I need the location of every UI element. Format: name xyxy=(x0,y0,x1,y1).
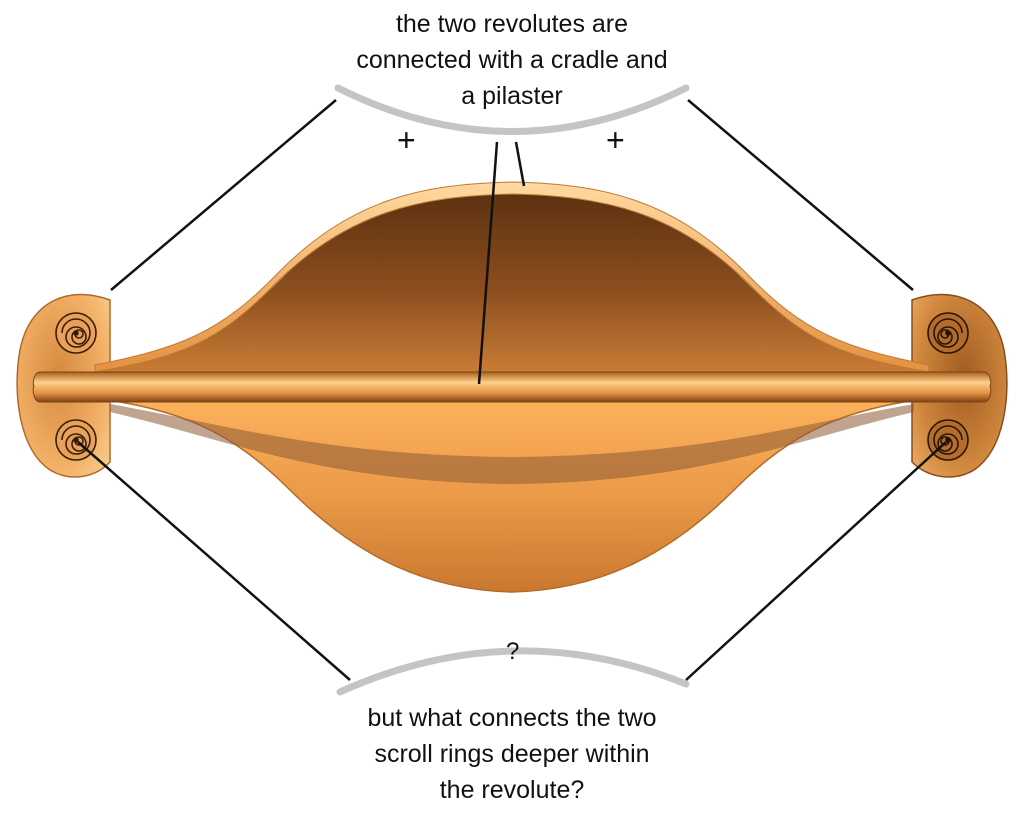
leader-top-right xyxy=(687,99,914,291)
bottom-caption-line-1: but what connects the two xyxy=(367,704,657,732)
leader-to-cushion-top xyxy=(514,141,526,187)
top-caption-line-3: a pilaster xyxy=(461,82,563,110)
bottom-caption-line-3: the revolute? xyxy=(439,776,585,804)
plus-mark-left: + xyxy=(397,122,416,158)
right-upper-scroll xyxy=(927,312,969,354)
leader-to-bar xyxy=(477,141,499,385)
plus-mark-right: + xyxy=(606,122,625,158)
top-caption-line-1: the two revolutes are xyxy=(395,10,629,38)
top-connector-arc xyxy=(334,84,690,135)
leader-top-left xyxy=(110,99,337,291)
leader-bottom-left xyxy=(77,441,351,681)
left-upper-scroll xyxy=(55,312,97,354)
question-mark: ? xyxy=(506,638,520,665)
leader-lines xyxy=(77,99,947,681)
lower-band-shadow xyxy=(110,404,914,484)
bottom-caption: but what connects the two scroll rings d… xyxy=(312,700,712,808)
bottom-caption-line-2: scroll rings deeper within xyxy=(374,740,650,768)
horizontal-pilaster-bar xyxy=(32,371,992,403)
bottom-connector-arc xyxy=(336,647,690,696)
top-caption-line-2: connected with a cradle and xyxy=(356,46,668,74)
upper-cushion xyxy=(95,190,929,372)
leader-bottom-right xyxy=(685,441,947,681)
top-caption: the two revolutes are connected with a c… xyxy=(312,6,712,114)
